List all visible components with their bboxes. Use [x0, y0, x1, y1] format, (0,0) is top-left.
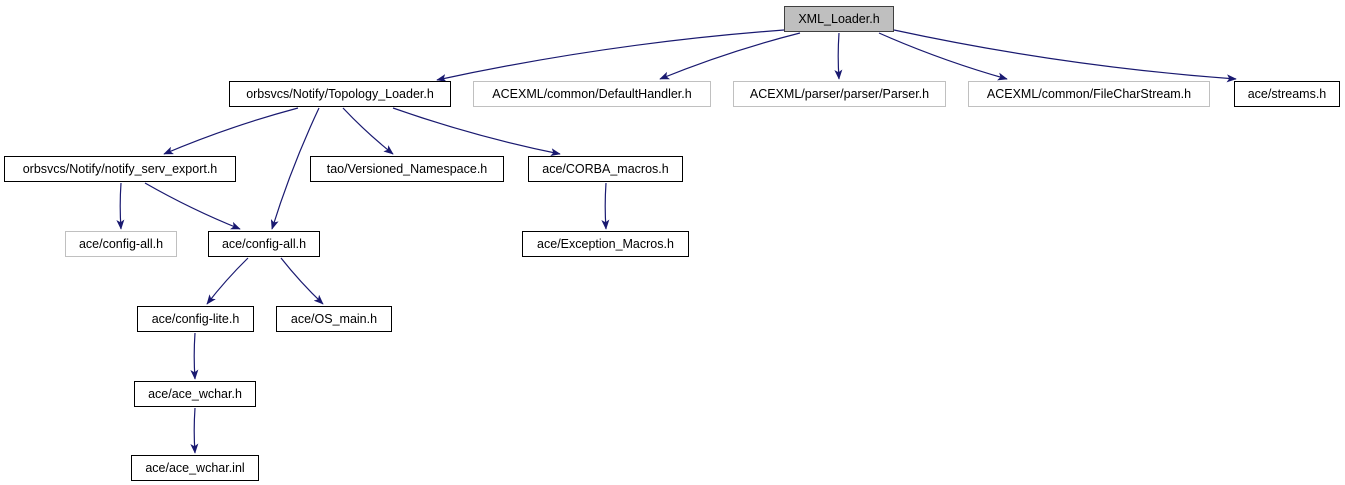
graph-node-default_handler[interactable]: ACEXML/common/DefaultHandler.h: [473, 81, 711, 107]
graph-node-topology_loader[interactable]: orbsvcs/Notify/Topology_Loader.h: [229, 81, 451, 107]
graph-edge-config_all_black-to-config_lite: [206, 257, 249, 305]
graph-node-label: ace/config-all.h: [221, 237, 307, 251]
graph-edge-topology_loader-to-versioned_namespace: [342, 107, 394, 155]
graph-edge-notify_serv_export-to-config_all_gray: [116, 182, 125, 230]
graph-edge-topology_loader-to-corba_macros: [392, 107, 561, 157]
graph-node-label: orbsvcs/Notify/Topology_Loader.h: [246, 87, 434, 101]
graph-node-label: ace/Exception_Macros.h: [537, 237, 674, 251]
graph-node-os_main[interactable]: ace/OS_main.h: [276, 306, 392, 332]
graph-node-label: ace/config-lite.h: [151, 312, 240, 326]
graph-node-config_lite[interactable]: ace/config-lite.h: [137, 306, 254, 332]
graph-node-label: ACEXML/common/DefaultHandler.h: [492, 87, 692, 101]
graph-node-label: ace/streams.h: [1247, 87, 1327, 101]
graph-node-label: ace/ace_wchar.h: [148, 387, 242, 401]
graph-edge-xml_loader-to-default_handler: [659, 32, 801, 80]
graph-node-label: ACEXML/parser/parser/Parser.h: [749, 87, 930, 101]
graph-node-label: XML_Loader.h: [798, 12, 880, 26]
graph-node-config_all_gray[interactable]: ace/config-all.h: [65, 231, 177, 257]
graph-edge-notify_serv_export-to-config_all_black: [144, 182, 241, 230]
graph-node-ace_wchar_h[interactable]: ace/ace_wchar.h: [134, 381, 256, 407]
graph-edge-xml_loader-to-filecharstream: [878, 32, 1008, 81]
graph-node-label: orbsvcs/Notify/notify_serv_export.h: [22, 162, 218, 176]
graph-edge-corba_macros-to-exception_macros: [601, 182, 610, 230]
graph-node-config_all_black[interactable]: ace/config-all.h: [208, 231, 320, 257]
graph-node-label: ace/CORBA_macros.h: [542, 162, 669, 176]
graph-node-parser[interactable]: ACEXML/parser/parser/Parser.h: [733, 81, 946, 107]
graph-edge-ace_wchar_h-to-ace_wchar_inl: [190, 407, 199, 454]
graph-node-filecharstream[interactable]: ACEXML/common/FileCharStream.h: [968, 81, 1210, 107]
graph-edge-xml_loader-to-parser: [834, 32, 843, 80]
graph-node-versioned_namespace[interactable]: tao/Versioned_Namespace.h: [310, 156, 504, 182]
graph-edge-config_lite-to-ace_wchar_h: [190, 332, 199, 380]
graph-node-label: ace/config-all.h: [78, 237, 164, 251]
graph-edge-xml_loader-to-streams: [893, 29, 1237, 83]
graph-edge-topology_loader-to-notify_serv_export: [163, 107, 299, 155]
graph-node-xml_loader[interactable]: XML_Loader.h: [784, 6, 894, 32]
graph-node-label: ACEXML/common/FileCharStream.h: [986, 87, 1192, 101]
graph-node-ace_wchar_inl[interactable]: ace/ace_wchar.inl: [131, 455, 259, 481]
graph-node-corba_macros[interactable]: ace/CORBA_macros.h: [528, 156, 683, 182]
graph-node-label: ace/ace_wchar.inl: [145, 461, 245, 475]
graph-edge-xml_loader-to-topology_loader: [436, 29, 785, 82]
graph-node-streams[interactable]: ace/streams.h: [1234, 81, 1340, 107]
graph-node-label: ace/OS_main.h: [290, 312, 378, 326]
graph-edge-config_all_black-to-os_main: [280, 257, 324, 305]
graph-node-exception_macros[interactable]: ace/Exception_Macros.h: [522, 231, 689, 257]
graph-node-notify_serv_export[interactable]: orbsvcs/Notify/notify_serv_export.h: [4, 156, 236, 182]
graph-node-label: tao/Versioned_Namespace.h: [326, 162, 488, 176]
